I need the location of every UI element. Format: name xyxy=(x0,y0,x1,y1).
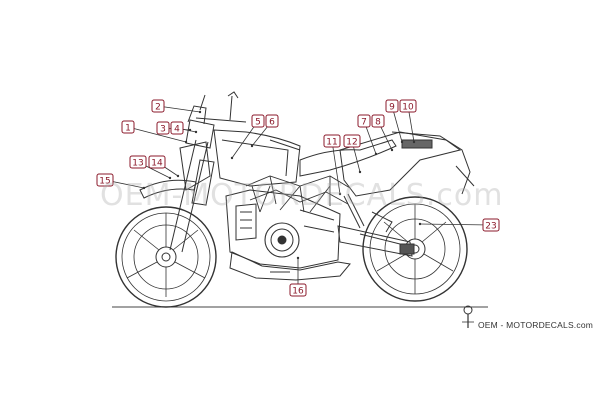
callout-number-13: 13 xyxy=(132,158,143,168)
front-fork xyxy=(169,119,215,253)
callout-4: 4 xyxy=(170,121,184,135)
leader-end-12 xyxy=(358,170,362,174)
rear-wheel xyxy=(362,196,468,302)
leader-lines xyxy=(104,105,492,290)
callout-7: 7 xyxy=(357,114,371,128)
engine xyxy=(225,189,341,269)
callout-box-1 xyxy=(121,120,135,134)
callout-2: 2 xyxy=(151,99,165,113)
callout-number-4: 4 xyxy=(174,124,180,134)
leader-line-1 xyxy=(127,126,187,143)
callout-number-12: 12 xyxy=(346,137,357,147)
tail-section xyxy=(391,131,475,195)
callout-number-23: 23 xyxy=(485,221,496,231)
callout-number-10: 10 xyxy=(402,102,414,112)
callout-16: 16 xyxy=(289,283,307,297)
leader-end-15 xyxy=(142,186,146,190)
callout-box-6 xyxy=(265,114,279,128)
callout-box-2 xyxy=(151,99,165,113)
rear-shock xyxy=(343,193,365,229)
trellis-frame xyxy=(245,175,351,213)
brand-logo-icon xyxy=(462,305,474,328)
rear-side-panel xyxy=(339,131,462,197)
callout-15: 15 xyxy=(96,173,114,187)
callout-box-7 xyxy=(357,114,371,128)
callout-1: 1 xyxy=(121,120,135,134)
callout-number-3: 3 xyxy=(160,124,166,134)
callout-9: 9 xyxy=(385,99,399,113)
callout-5: 5 xyxy=(251,114,265,128)
front-cowl xyxy=(179,141,211,191)
leader-end-6 xyxy=(250,144,254,148)
callout-13: 13 xyxy=(129,155,147,169)
leader-end-13 xyxy=(168,176,172,180)
brand-text: OEM - MOTORDECALS.com xyxy=(478,320,594,330)
callout-box-11 xyxy=(323,134,341,148)
leader-end-16 xyxy=(296,256,300,260)
callout-number-1: 1 xyxy=(125,123,131,133)
callout-8: 8 xyxy=(371,114,385,128)
leader-line-23 xyxy=(419,223,492,226)
callout-box-15 xyxy=(96,173,114,187)
leader-line-11 xyxy=(331,140,341,195)
leader-end-1 xyxy=(184,140,188,144)
callout-number-11: 11 xyxy=(326,137,337,147)
callout-box-4 xyxy=(170,121,184,135)
swingarm xyxy=(337,211,415,257)
callout-12: 12 xyxy=(343,134,361,148)
callout-box-5 xyxy=(251,114,265,128)
leader-end-23 xyxy=(418,222,422,226)
callout-box-12 xyxy=(343,134,361,148)
callout-number-16: 16 xyxy=(292,286,304,296)
callout-number-2: 2 xyxy=(155,102,161,112)
leader-line-2 xyxy=(157,105,201,113)
callout-23: 23 xyxy=(482,218,500,232)
leader-end-4 xyxy=(194,130,198,134)
callout-box-3 xyxy=(156,121,170,135)
callout-box-10 xyxy=(399,99,417,113)
callout-number-5: 5 xyxy=(255,117,261,127)
leader-end-11 xyxy=(338,192,342,196)
handlebar xyxy=(187,91,247,125)
callout-number-7: 7 xyxy=(361,117,367,127)
callout-number-9: 9 xyxy=(389,102,395,112)
fuel-tank xyxy=(213,129,301,187)
leader-end-8 xyxy=(390,148,394,152)
leader-end-7 xyxy=(374,152,378,156)
leader-end-14 xyxy=(176,174,180,178)
callout-6: 6 xyxy=(265,114,279,128)
leader-end-9 xyxy=(400,140,404,144)
front-wheel xyxy=(115,206,217,308)
callout-number-15: 15 xyxy=(99,176,110,186)
callout-box-9 xyxy=(385,99,399,113)
callout-box-16 xyxy=(289,283,307,297)
callout-14: 14 xyxy=(148,155,166,169)
callout-box-23 xyxy=(482,218,500,232)
callout-11: 11 xyxy=(323,134,341,148)
front-fender xyxy=(139,179,197,199)
callout-box-13 xyxy=(129,155,147,169)
seat xyxy=(299,139,397,177)
callout-number-8: 8 xyxy=(375,117,381,127)
leader-end-2 xyxy=(198,110,202,114)
leader-end-5 xyxy=(230,156,234,160)
callout-box-8 xyxy=(371,114,385,128)
leader-end-10 xyxy=(412,140,416,144)
callout-number-14: 14 xyxy=(151,158,163,168)
callout-3: 3 xyxy=(156,121,170,135)
callout-number-6: 6 xyxy=(269,117,275,127)
callout-box-14 xyxy=(148,155,166,169)
exhaust xyxy=(229,251,351,281)
callout-10: 10 xyxy=(399,99,417,113)
